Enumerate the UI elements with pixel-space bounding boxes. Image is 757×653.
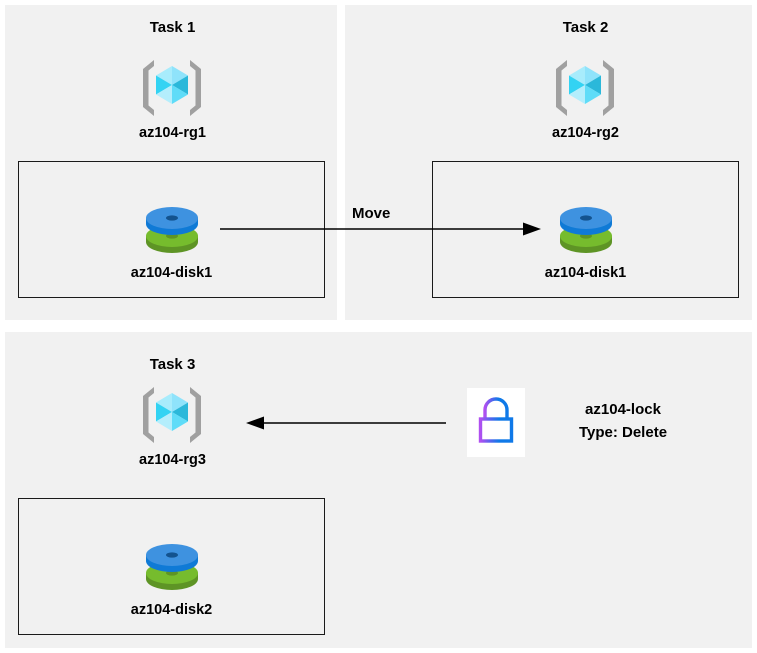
resource-group-label-3: az104-rg3 [139,452,206,468]
resource-label-3: az104-disk2 [130,602,213,618]
azure-managed-disk-icon [555,198,617,260]
lock-icon [478,397,514,443]
azure-managed-disk-icon [141,535,203,597]
lock-name: az104-lock [585,401,661,418]
task-2-title: Task 2 [562,19,609,36]
azure-resource-group-icon [140,383,204,447]
lock-type: Type: Delete [578,424,668,441]
task-1-title: Task 1 [149,19,196,36]
move-connector-label: Move [352,205,391,222]
lock-icon-tile [467,388,525,457]
task-3-title: Task 3 [149,356,196,373]
lock-text-block: az104-lock Type: Delete [538,398,708,444]
azure-resource-group-icon [140,56,204,120]
azure-managed-disk-icon [141,198,203,260]
resource-group-label-2: az104-rg2 [552,125,619,141]
azure-resource-group-icon [553,56,617,120]
resource-label-2: az104-disk1 [544,265,627,281]
resource-group-label-1: az104-rg1 [139,125,206,141]
resource-label-1: az104-disk1 [130,265,213,281]
